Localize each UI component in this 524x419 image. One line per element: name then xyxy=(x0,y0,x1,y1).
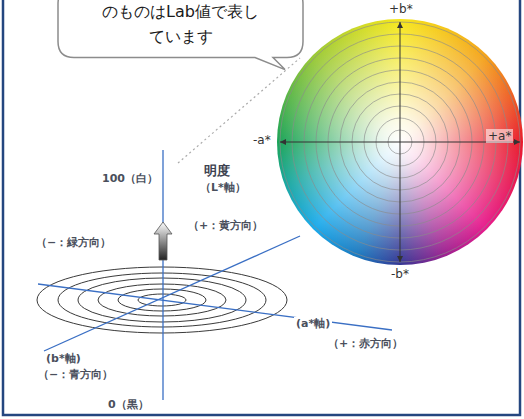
axis-label: +a* xyxy=(486,129,513,143)
axis-title: (a*軸) xyxy=(294,317,332,330)
axis-title: (b*軸) xyxy=(44,352,83,365)
bubble-text: のものはLab値で表し ています xyxy=(97,0,265,50)
wheel-ring xyxy=(280,22,520,262)
axis-title: （L*軸） xyxy=(198,181,248,194)
axis-label: -b* xyxy=(389,267,411,281)
direction-label: （−：緑方向） xyxy=(34,236,113,249)
direction-label: （+：黄方向） xyxy=(186,219,265,232)
speech-bubble: のものはLab値で表し ています xyxy=(58,0,303,58)
scale-label: 100（白） xyxy=(100,172,160,185)
axis-title: 明度 xyxy=(202,163,232,179)
lightness-arrow xyxy=(154,222,172,260)
bubble-shape xyxy=(58,0,303,70)
direction-label: （−：青方向） xyxy=(36,368,115,381)
scale-label: 0（黒） xyxy=(106,398,151,411)
axis-label: -a* xyxy=(251,133,273,147)
direction-label: （+：赤方向） xyxy=(326,337,405,350)
axis-label: +b* xyxy=(387,2,415,16)
